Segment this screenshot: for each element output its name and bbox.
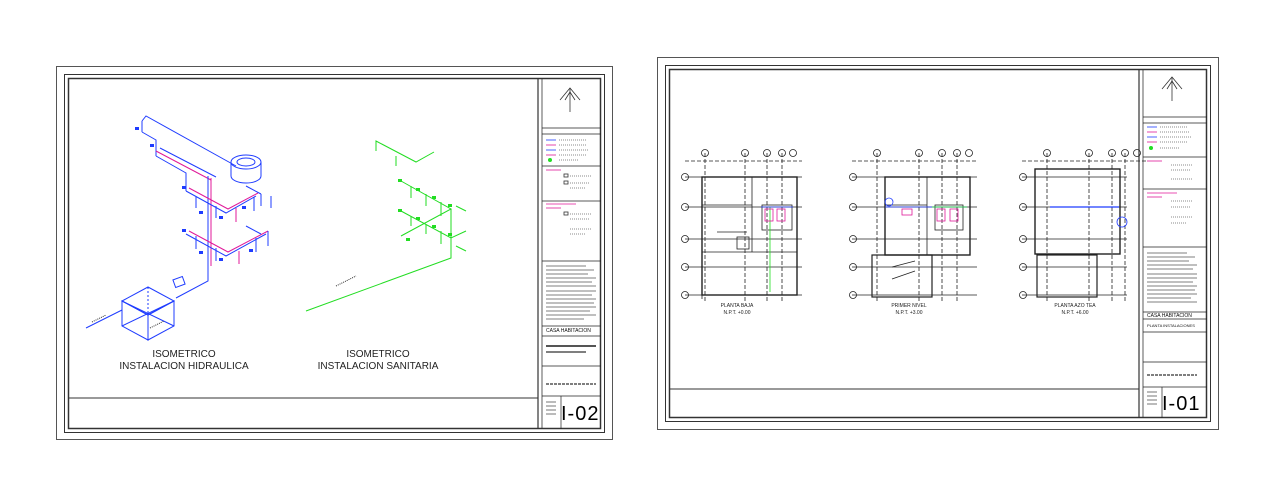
sheet-left: ISOMETRICO INSTALACION HIDRAULICA ISOMET…	[56, 66, 613, 440]
sheet-right: PLANTA BAJA N.P.T. +0.00 PRIMER NIVEL N.…	[657, 57, 1219, 430]
planta-azotea-title: PLANTA AZO TEA N.P.T. +6.00	[1035, 303, 1115, 317]
iso-sanitary-drawing	[305, 140, 467, 312]
north-arrow-right-icon	[1161, 76, 1183, 101]
iso-hydraulic-title: ISOMETRICO INSTALACION HIDRAULICA	[114, 349, 254, 373]
planta-baja-level: N.P.T. +0.00	[723, 310, 751, 316]
notes-left	[546, 265, 596, 415]
planta-baja-title: PLANTA BAJA N.P.T. +0.00	[697, 303, 777, 317]
plan-planta-baja	[681, 149, 802, 302]
plan-primer-nivel	[849, 149, 977, 302]
iso-sanitary-title-line1: ISOMETRICO	[346, 349, 410, 360]
legend-right	[1147, 126, 1193, 224]
sheet-right-drawing	[657, 57, 1219, 430]
sheet-number-right: I-01	[1162, 393, 1201, 415]
primer-nivel-level: N.P.T. +3.00	[895, 310, 923, 316]
primer-nivel-name: PRIMER NIVEL	[891, 303, 927, 309]
iso-hydraulic-title-line2: INSTALACION HIDRAULICA	[119, 361, 249, 372]
title-block-right	[1143, 116, 1207, 418]
legend-left	[546, 139, 588, 162]
plan-azotea	[1019, 149, 1147, 302]
plan-title-right: PLANTA INSTALACIONES	[1147, 323, 1195, 328]
planta-baja-name: PLANTA BAJA	[720, 303, 754, 309]
project-name-right: CASA HABITACION	[1147, 313, 1192, 319]
cistern-icon	[120, 286, 176, 341]
planta-azotea-name: PLANTA AZO TEA	[1054, 303, 1096, 309]
iso-hydraulic-drawing	[85, 115, 272, 341]
iso-sanitary-title: ISOMETRICO INSTALACION SANITARIA	[308, 349, 448, 373]
title-block-left	[542, 127, 601, 429]
iso-hydraulic-title-line1: ISOMETRICO	[152, 349, 216, 360]
water-tank-icon	[230, 154, 262, 184]
sheet-number-left: I-02	[561, 403, 600, 425]
north-arrow-icon	[559, 87, 581, 112]
project-name-left: CASA HABITACION	[546, 328, 591, 334]
sheet-left-drawing	[56, 66, 613, 440]
legend-sanitaria	[546, 169, 592, 235]
primer-nivel-title: PRIMER NIVEL N.P.T. +3.00	[869, 303, 949, 317]
notes-right	[1147, 252, 1197, 405]
iso-sanitary-title-line2: INSTALACION SANITARIA	[317, 361, 439, 372]
planta-azotea-level: N.P.T. +6.00	[1061, 310, 1089, 316]
